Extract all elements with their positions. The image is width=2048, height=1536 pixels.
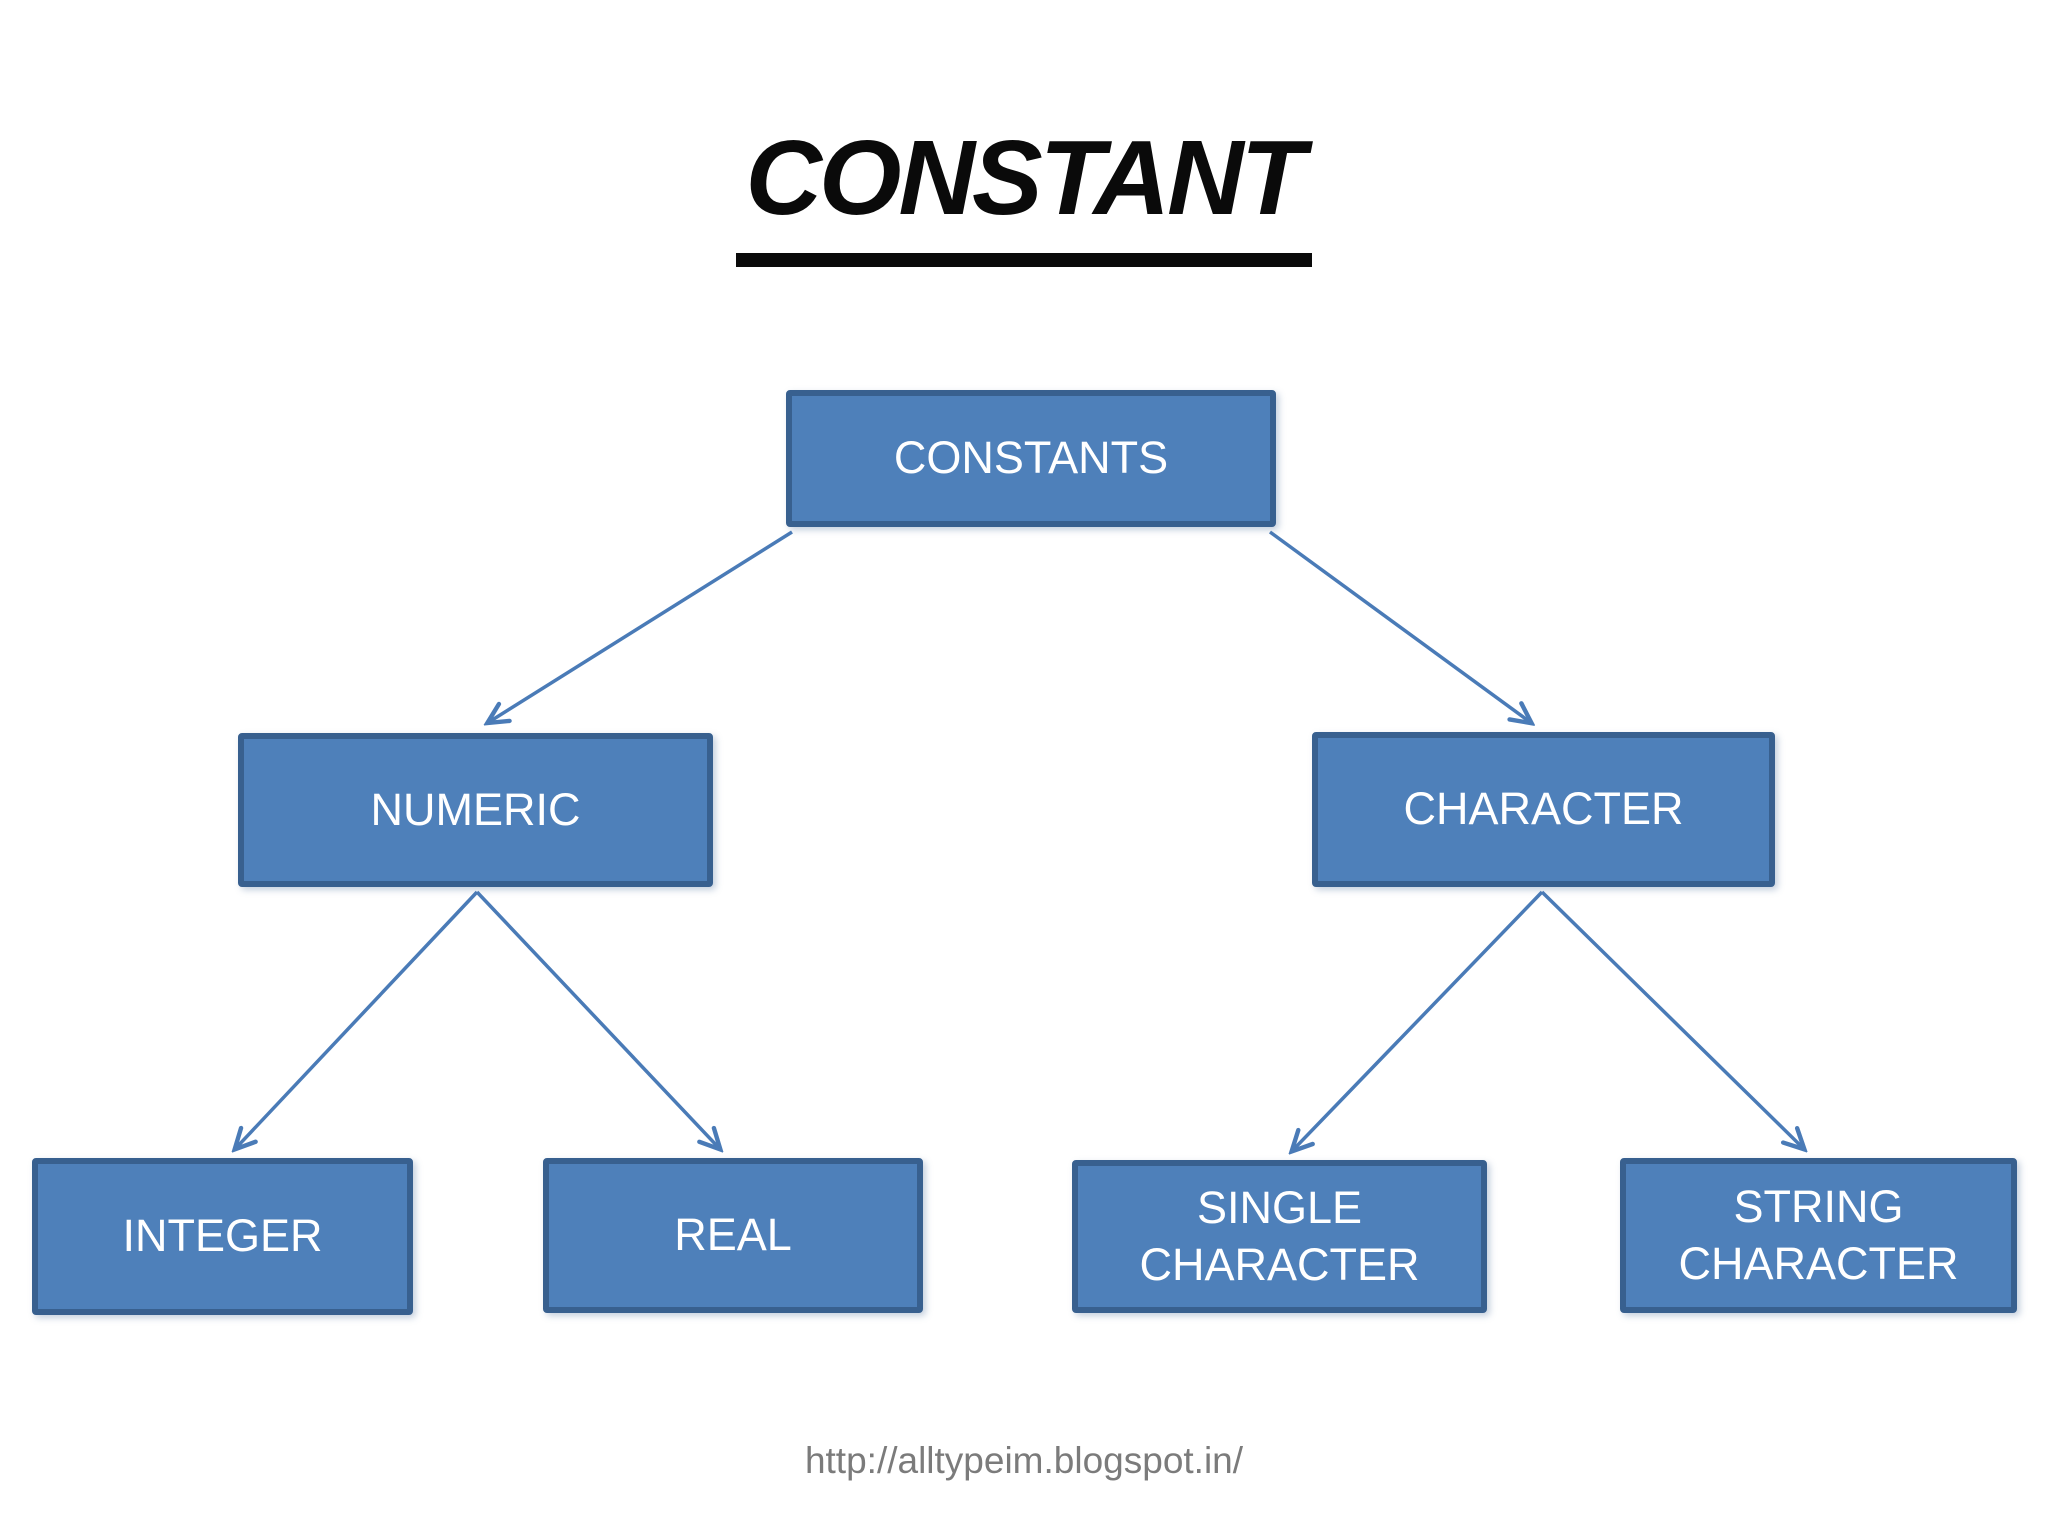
node-numeric: NUMERIC <box>238 733 713 887</box>
node-string-character: STRING CHARACTER <box>1620 1158 2017 1313</box>
edge-constants-numeric <box>489 530 793 722</box>
node-numeric-label: NUMERIC <box>370 783 581 835</box>
edge-constants-character <box>1268 530 1530 722</box>
page-title: CONSTANT <box>735 118 1313 267</box>
edge-numeric-real <box>475 890 719 1148</box>
node-single-character-label: SINGLE CHARACTER <box>1139 1182 1420 1290</box>
node-real-label: REAL <box>674 1209 792 1261</box>
node-character: CHARACTER <box>1312 732 1775 887</box>
edge-numeric-integer <box>236 890 479 1148</box>
node-integer: INTEGER <box>32 1158 413 1315</box>
node-character-label: CHARACTER <box>1403 783 1684 835</box>
node-real: REAL <box>543 1158 923 1313</box>
node-constants: CONSTANTS <box>786 390 1276 527</box>
node-string-character-label: STRING CHARACTER <box>1678 1181 1959 1289</box>
footer-url: http://alltypeim.blogspot.in/ <box>804 1440 1244 1481</box>
title-container: CONSTANT <box>0 118 2048 267</box>
node-constants-label: CONSTANTS <box>893 432 1169 484</box>
edge-character-single-character <box>1293 890 1544 1150</box>
edge-character-string-character <box>1540 890 1803 1148</box>
node-single-character: SINGLE CHARACTER <box>1072 1160 1487 1313</box>
node-integer-label: INTEGER <box>122 1210 323 1262</box>
